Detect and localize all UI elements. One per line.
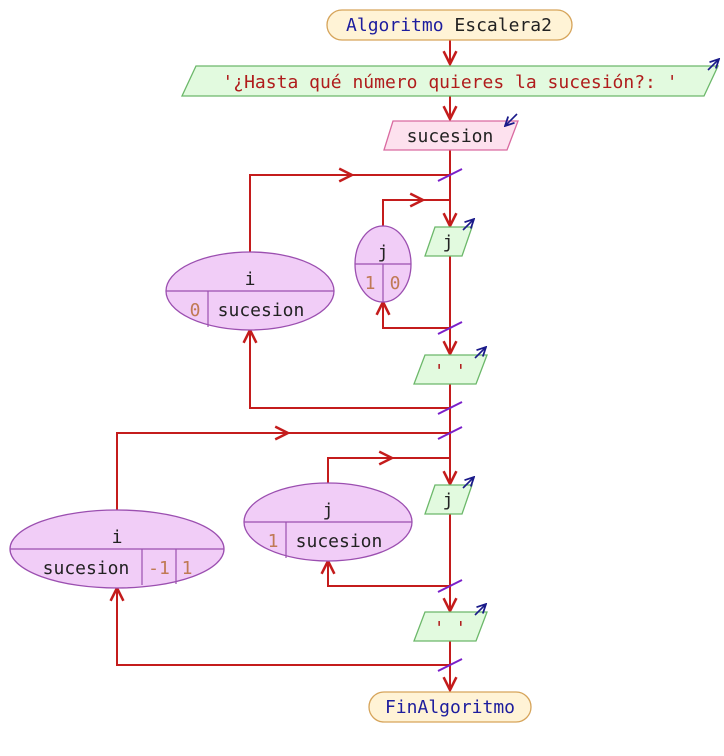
read-var: sucesion (407, 126, 494, 147)
loop2-outer-node[interactable]: i sucesion -1 1 (9, 509, 225, 589)
output-space-2[interactable]: ' ' (413, 604, 488, 642)
loop1-outer-end: sucesion (218, 300, 305, 321)
start-terminal[interactable]: Algoritmo Escalera2 (326, 9, 573, 41)
loop2-inner-entry (327, 457, 450, 484)
print2-j-text: j (443, 490, 454, 511)
loop2-outer-entry (116, 432, 450, 511)
start-keyword: Algoritmo (346, 15, 444, 36)
junction-slash (437, 168, 463, 182)
loop2-outer-return (117, 588, 450, 666)
output-arrow-icon (462, 477, 474, 489)
loop2-outer-var: i (112, 527, 123, 548)
loop1-outer-node[interactable]: i 0 sucesion (165, 251, 335, 331)
print1-j-text: j (443, 232, 454, 253)
loop2-outer-start: sucesion (43, 558, 130, 579)
loop2-inner-return (328, 561, 450, 587)
loop1-outer-return (250, 330, 450, 409)
loop1-inner-return (383, 302, 450, 329)
prompt-text: '¿Hasta qué número quieres la sucesión?:… (222, 72, 677, 93)
loop2-outer-end: 1 (182, 558, 193, 579)
output-arrow-icon (462, 219, 474, 231)
junction-slashes (437, 168, 463, 672)
start-name: Escalera2 (454, 15, 552, 36)
input-read[interactable]: sucesion (383, 113, 519, 151)
end-terminal[interactable]: FinAlgoritmo (368, 691, 532, 723)
svg-text:Algoritmo Escalera2: Algoritmo Escalera2 (346, 15, 552, 36)
loop2-inner-node[interactable]: j 1 sucesion (243, 482, 413, 562)
output-arrow-icon (707, 59, 719, 71)
loop1-inner-start: 1 (365, 273, 376, 294)
junction-slash (437, 321, 463, 335)
loop1-inner-node[interactable]: j 1 0 (354, 225, 412, 303)
junction-slash (437, 426, 463, 440)
junction-slash (437, 579, 463, 593)
output-j-2[interactable]: j (424, 477, 474, 515)
loop1-inner-end: 0 (390, 273, 401, 294)
loop1-inner-entry (382, 199, 450, 226)
junction-slash (437, 401, 463, 415)
start-name-space (444, 15, 455, 36)
print1-space-text: ' ' (434, 361, 467, 382)
loop1-outer-start: 0 (190, 300, 201, 321)
loop1-outer-var: i (245, 269, 256, 290)
junction-slash (437, 658, 463, 672)
output-prompt[interactable]: '¿Hasta qué número quieres la sucesión?:… (180, 59, 719, 97)
loop2-inner-var: j (323, 500, 334, 521)
loop2-outer-step: -1 (148, 558, 170, 579)
output-space-1[interactable]: ' ' (413, 347, 488, 385)
loop2-inner-end: sucesion (296, 531, 383, 552)
output-arrow-icon (474, 604, 486, 616)
output-arrow-icon (474, 347, 486, 359)
loop1-outer-entry (249, 174, 450, 252)
flow-lines (117, 40, 450, 690)
end-keyword: FinAlgoritmo (385, 697, 515, 718)
input-arrow-icon (505, 113, 518, 126)
loop1-inner-var: j (378, 242, 389, 263)
loop2-inner-start: 1 (268, 531, 279, 552)
print2-space-text: ' ' (434, 618, 467, 639)
output-j-1[interactable]: j (424, 219, 474, 257)
